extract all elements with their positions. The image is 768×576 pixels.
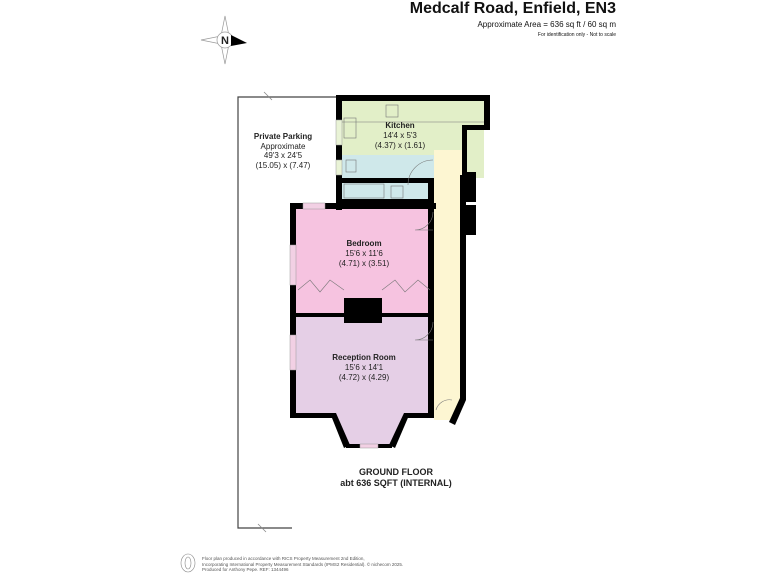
compass-north-icon: N (200, 15, 247, 65)
rics-logo (180, 553, 196, 573)
svg-text:GROUND FLOOR: GROUND FLOOR (359, 467, 433, 477)
kitchen-window (335, 119, 343, 146)
svg-text:(4.71) x (3.51): (4.71) x (3.51) (339, 259, 390, 268)
bathroom-window (335, 159, 343, 176)
parking-label: Private Parking Approximate 49'3 x 24'5 … (254, 132, 312, 170)
svg-text:Reception Room: Reception Room (332, 353, 396, 362)
floor-label: GROUND FLOOR abt 636 SQFT (INTERNAL) (340, 467, 452, 488)
toilet-icon (345, 159, 357, 173)
bath-icon (343, 183, 385, 199)
windows (289, 202, 379, 449)
parking-outline (237, 96, 336, 529)
svg-text:(4.37) x (1.61): (4.37) x (1.61) (375, 141, 426, 150)
reception-door-swing (414, 321, 434, 341)
fixtures (297, 104, 484, 411)
svg-text:49'3 x 24'5: 49'3 x 24'5 (264, 151, 303, 160)
svg-text:14'4 x 5'3: 14'4 x 5'3 (383, 131, 417, 140)
bedroom-label: Bedroom 15'6 x 11'6 (4.71) x (3.51) (339, 239, 390, 268)
bedroom-area (296, 209, 433, 313)
reception-label: Reception Room 15'6 x 14'1 (4.72) x (4.2… (332, 353, 396, 382)
page-title: Medcalf Road, Enfield, EN3 (409, 0, 616, 17)
footer-line-1: Floor plan produced in accordance with R… (202, 556, 365, 561)
sink-icon (343, 117, 357, 139)
svg-text:Private Parking: Private Parking (254, 132, 312, 141)
walls (290, 95, 490, 448)
svg-text:Bedroom: Bedroom (346, 239, 381, 248)
approximate-area: Approximate Area = 636 sq ft / 60 sq m (477, 20, 616, 29)
hob-icon (385, 104, 399, 118)
hallway-area (434, 150, 462, 420)
footer-disclaimer: Floor plan produced in accordance with R… (202, 556, 403, 573)
footer-line-3: Produced for Anthony Pepe. REF: 1344496 (202, 567, 289, 572)
kitchen-label: Kitchen 14'4 x 5'3 (4.37) x (1.61) (375, 121, 426, 150)
svg-text:Kitchen: Kitchen (385, 121, 414, 130)
svg-text:(4.72) x (4.29): (4.72) x (4.29) (339, 373, 390, 382)
svg-text:15'6 x 11'6: 15'6 x 11'6 (345, 249, 383, 258)
scale-note: For identification only - Not to scale (537, 32, 616, 38)
wardrobe-doors (297, 279, 345, 293)
basin-icon (390, 185, 404, 199)
compass-letter: N (221, 35, 229, 47)
svg-text:(15.05) x (7.47): (15.05) x (7.47) (256, 161, 311, 170)
bedroom-door-swing (414, 211, 434, 231)
svg-text:15'6 x 14'1: 15'6 x 14'1 (345, 363, 384, 372)
footer-line-2: Incorporating International Property Mea… (202, 561, 404, 567)
svg-text:Approximate: Approximate (261, 142, 306, 151)
bathroom-door-swing (407, 159, 434, 186)
svg-text:abt 636 SQFT (INTERNAL): abt 636 SQFT (INTERNAL) (340, 478, 452, 488)
